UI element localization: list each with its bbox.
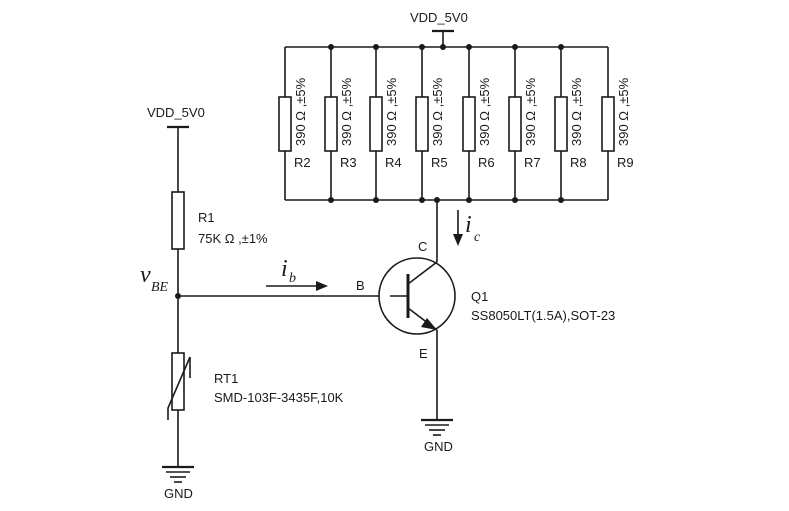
right-ground-symbol	[421, 418, 453, 436]
resistor-name-label: R5	[431, 155, 448, 170]
junction-dot	[466, 197, 472, 203]
junction-dot	[419, 44, 425, 50]
rt1-thermistor	[167, 352, 191, 420]
resistor-body	[462, 96, 476, 152]
resistor-r8: 390 Ω ,±5% R8	[554, 47, 587, 200]
ib-subscript: b	[289, 271, 296, 286]
resistor-body	[369, 96, 383, 152]
resistor-value-label: 390 Ω ,±5%	[430, 77, 445, 146]
r1-resistor	[171, 191, 185, 250]
junction-dot	[512, 197, 518, 203]
q1-name: Q1	[471, 289, 488, 304]
junction-dot	[419, 197, 425, 203]
resistor-body	[508, 96, 522, 152]
ic-label: i	[465, 212, 472, 238]
vdd-left-label: VDD_5V0	[147, 105, 205, 120]
resistor-r3: 390 Ω ,±5% R3	[324, 47, 357, 200]
rt1-name: RT1	[214, 371, 238, 386]
ib-label: i	[281, 256, 288, 282]
junction-dot	[373, 44, 379, 50]
junction-dot	[328, 44, 334, 50]
resistor-value-label: 390 Ω ,±5%	[616, 77, 631, 146]
resistor-value-label: 390 Ω ,±5%	[477, 77, 492, 146]
rt1-value: SMD-103F-3435F,10K	[214, 390, 344, 405]
resistor-name-label: R7	[524, 155, 541, 170]
resistor-value-label: 390 Ω ,±5%	[523, 77, 538, 146]
resistor-r2: 390 Ω ,±5% R2	[278, 47, 311, 200]
resistor-body	[278, 96, 292, 152]
junction-dot	[328, 197, 334, 203]
resistor-body	[415, 96, 429, 152]
junction-dot	[466, 44, 472, 50]
resistor-r5: 390 Ω ,±5% R5	[415, 47, 448, 200]
gnd-left-label: GND	[164, 486, 193, 501]
bus-junctions	[328, 44, 564, 203]
resistor-body	[324, 96, 338, 152]
junction-dot	[558, 44, 564, 50]
resistor-body	[601, 96, 615, 152]
q1-part: SS8050LT(1.5A),SOT-23	[471, 308, 615, 323]
q1-pin-c: C	[418, 239, 427, 254]
q1-pin-b: B	[356, 278, 365, 293]
resistor-name-label: R8	[570, 155, 587, 170]
resistor-name-label: R3	[340, 155, 357, 170]
junction-dot	[373, 197, 379, 203]
vbe-subscript: BE	[151, 280, 169, 295]
junction-dot	[440, 44, 446, 50]
left-ground-symbol	[162, 465, 194, 483]
resistor-name-label: R6	[478, 155, 495, 170]
resistor-body	[554, 96, 568, 152]
vbe-label: v	[140, 262, 151, 288]
junction-dot	[512, 44, 518, 50]
resistor-r7: 390 Ω ,±5% R7	[508, 47, 541, 200]
ic-arrow	[453, 210, 463, 246]
q1-pin-e: E	[419, 346, 428, 361]
ib-arrow	[266, 281, 328, 291]
r1-name: R1	[198, 210, 215, 225]
resistor-value-label: 390 Ω ,±5%	[384, 77, 399, 146]
resistor-name-label: R9	[617, 155, 634, 170]
junction-dot	[558, 197, 564, 203]
resistor-r6: 390 Ω ,±5% R6	[462, 47, 495, 200]
resistor-name-label: R4	[385, 155, 402, 170]
resistor-r9: 390 Ω ,±5% R9	[601, 47, 634, 200]
resistor-name-label: R2	[294, 155, 311, 170]
resistor-value-label: 390 Ω ,±5%	[569, 77, 584, 146]
gnd-right-label: GND	[424, 439, 453, 454]
resistor-value-label: 390 Ω ,±5%	[293, 77, 308, 146]
resistor-value-label: 390 Ω ,±5%	[339, 77, 354, 146]
q1-transistor	[378, 257, 456, 335]
resistor-r4: 390 Ω ,±5% R4	[369, 47, 402, 200]
vdd-top-label: VDD_5V0	[410, 10, 468, 25]
r1-value: 75K Ω ,±1%	[198, 231, 268, 246]
ic-subscript: c	[474, 230, 481, 245]
